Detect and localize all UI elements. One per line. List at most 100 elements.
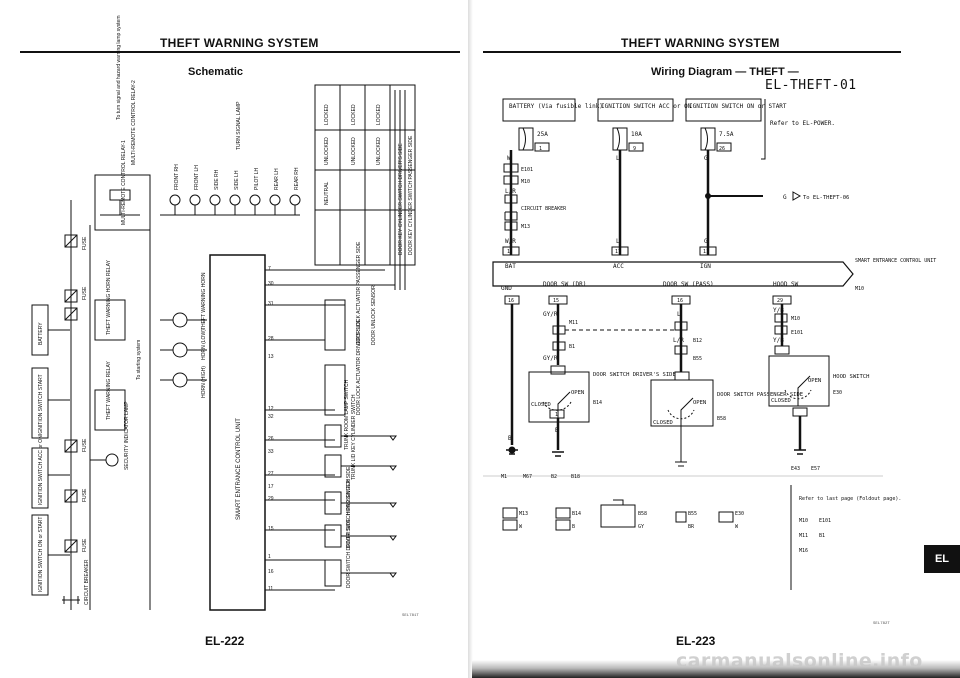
switch-label-hood: HOOD SWITCH	[346, 479, 352, 515]
fuse-label-1: FUSE	[82, 286, 88, 300]
connector-m10: M10	[521, 179, 530, 185]
gnd-label: GND	[501, 285, 512, 292]
unit-pin-acc: 17	[615, 249, 621, 255]
key-pos-unlocked-3: UNLOCKED	[376, 137, 382, 165]
wire-color-wr: W/R	[505, 238, 516, 245]
lamp-label-side-rh: SIDE RH	[214, 169, 220, 190]
horn-label-low: HORN (LOW)	[201, 329, 207, 360]
horn-label-theft: THEFT WARNING HORN	[201, 272, 207, 330]
door-sw-dr-closed: CLOSED	[531, 402, 551, 408]
ground-m67: M67	[523, 474, 532, 480]
switch-label-trunk-lamp: TRUNK ROOM LAMP SWITCH	[344, 379, 350, 450]
control-unit-label: SMART ENTRANCE CONTROL UNIT	[236, 418, 242, 520]
door-sw-pass-open: OPEN	[693, 400, 706, 406]
supply-battery-label: BATTERY (Via fusible link)	[509, 103, 603, 110]
door-sw-pass-wire-2: L/R	[673, 337, 684, 344]
schematic-diagram: IGNITION SWITCH ON or START IGNITION SWI…	[31, 16, 416, 611]
ground-e43: E43	[791, 466, 800, 472]
fuse-label-4: FUSE	[82, 488, 88, 502]
supply-label-ign-start: IGNITION SWITCH ON or START	[38, 517, 44, 592]
conn-table-b14: B14	[572, 511, 581, 517]
unit-label-bat: BAT	[505, 263, 516, 270]
starting-system-note: To starting system	[136, 340, 142, 380]
switch-label-door-driver: DOOR SWITCH DRIVER SIDE	[346, 518, 352, 588]
control-unit-pin: 17	[268, 484, 274, 490]
right-page-subtitle: Wiring Diagram — THEFT —	[651, 66, 799, 78]
hood-sw-conn-2: E101	[791, 330, 803, 336]
door-sw-dr-pin-bottom: 1	[555, 412, 558, 418]
door-sw-dr-conn-1: M11	[569, 320, 578, 326]
switch-label-unlock-sensor: DOOR UNLOCK SENSOR	[371, 285, 377, 345]
door-sw-pass-wire: L	[677, 311, 681, 318]
door-sw-dr-pin: 15	[553, 298, 559, 304]
watermark-text: carmanualsonline.info	[676, 650, 923, 672]
fuse-number-3: 26	[719, 146, 725, 152]
hood-sw-pin: 29	[777, 298, 783, 304]
ground-m1: M1	[501, 474, 507, 480]
key-pos-locked-3: LOCKED	[376, 104, 382, 125]
control-unit-pin: 29	[268, 496, 274, 502]
control-unit-pin: 15	[268, 526, 274, 532]
wire-color-l-2: L	[616, 238, 620, 245]
lamp-label-front-lh: FRONT LH	[194, 165, 200, 190]
left-page-number: EL-222	[205, 634, 245, 648]
door-sw-dr-wire: GY/R	[543, 311, 558, 318]
unit-label-ign: IGN	[700, 263, 711, 270]
control-unit-pin: 11	[268, 586, 273, 592]
door-sw-pass-pin: 16	[677, 298, 683, 304]
hood-sw-closed: CLOSED	[771, 398, 791, 404]
door-sw-pass-conn-2: B55	[693, 356, 702, 362]
control-unit-pin: 28	[268, 336, 274, 342]
connector-e101: E101	[521, 167, 533, 173]
section-tab-el: EL	[924, 545, 960, 573]
relay-label-theft: THEFT WARNING RELAY	[106, 361, 112, 420]
conn-table-b55: B55	[688, 511, 697, 517]
conn-table-b58-color: GY	[638, 524, 644, 530]
door-sw-dr-connector: B14	[593, 400, 602, 406]
wire-color-lr: L/R	[505, 188, 516, 195]
gnd-pin: 16	[508, 298, 514, 304]
horn-label-high: HORN (HIGH)	[201, 366, 207, 398]
foldout-conn-m11: M11	[799, 533, 808, 539]
fuse-label-3: FUSE	[82, 438, 88, 452]
conn-table-e30: E30	[735, 511, 744, 517]
switch-label-door-pass: DOOR SWITCH PASSENGER SIDE	[346, 466, 352, 548]
supply-label-ign-switch: IGNITION SWITCH START	[38, 374, 44, 435]
door-sw-pass-closed: CLOSED	[653, 420, 673, 426]
conn-table-e30-color: W	[735, 524, 739, 530]
to-theft-06-link: To EL-THEFT-06	[803, 195, 849, 201]
wire-color-l: L	[616, 155, 620, 162]
left-figure-code: SEL781T	[402, 614, 419, 618]
ground-e57: E57	[811, 466, 820, 472]
relay-label-remote-2: MULTI-REMOTE CONTROL RELAY-2	[131, 80, 137, 165]
foldout-conn-e101: E101	[819, 518, 831, 524]
hood-sw-conn-1: M10	[791, 316, 800, 322]
supply-label-ign-acc: IGNITION SWITCH ACC or ON	[38, 435, 44, 505]
right-page-number: EL-223	[676, 634, 716, 648]
control-unit-pin: 13	[268, 354, 274, 360]
hood-sw-wire-2: Y/B	[773, 337, 784, 344]
relay-label-remote-1: MULTI-REMOTE CONTROL RELAY-1	[121, 140, 127, 225]
breaker-label: CIRCUIT BREAKER	[521, 206, 567, 212]
hood-sw-label: HOOD SW	[773, 281, 799, 288]
control-unit-pin: 16	[268, 569, 274, 575]
key-pos-locked: LOCKED	[324, 104, 330, 125]
foldout-conn-m10: M10	[799, 518, 808, 524]
fuse-amp-2: 10A	[631, 131, 642, 138]
fuse-label-2: FUSE	[82, 236, 88, 250]
control-unit-pin: 31	[268, 301, 274, 307]
key-switch-label-driver: DOOR KEY CYLINDER SWITCH DRIVER'S SIDE	[398, 143, 404, 255]
door-sw-pass-conn-1: B12	[693, 338, 702, 344]
fuse-number-2: 9	[633, 146, 636, 152]
hood-sw-caption: HOOD SWITCH	[833, 374, 869, 380]
foldout-conn-b1: B1	[819, 533, 825, 539]
ground-b2: B2	[551, 474, 557, 480]
conn-table-b14-color: B	[572, 524, 575, 530]
conn-table-m13-color: W	[519, 524, 523, 530]
right-header-rule	[483, 51, 901, 53]
door-sw-pass-label: DOOR SW (PASS)	[663, 281, 714, 288]
lamp-label-pilot-lh: PILOT LH	[254, 167, 260, 190]
left-page-header: THEFT WARNING SYSTEM	[160, 36, 319, 50]
door-sw-pass-caption: DOOR SWITCH PASSENGER SIDE	[717, 392, 803, 398]
breaker-connector: M13	[521, 224, 530, 230]
